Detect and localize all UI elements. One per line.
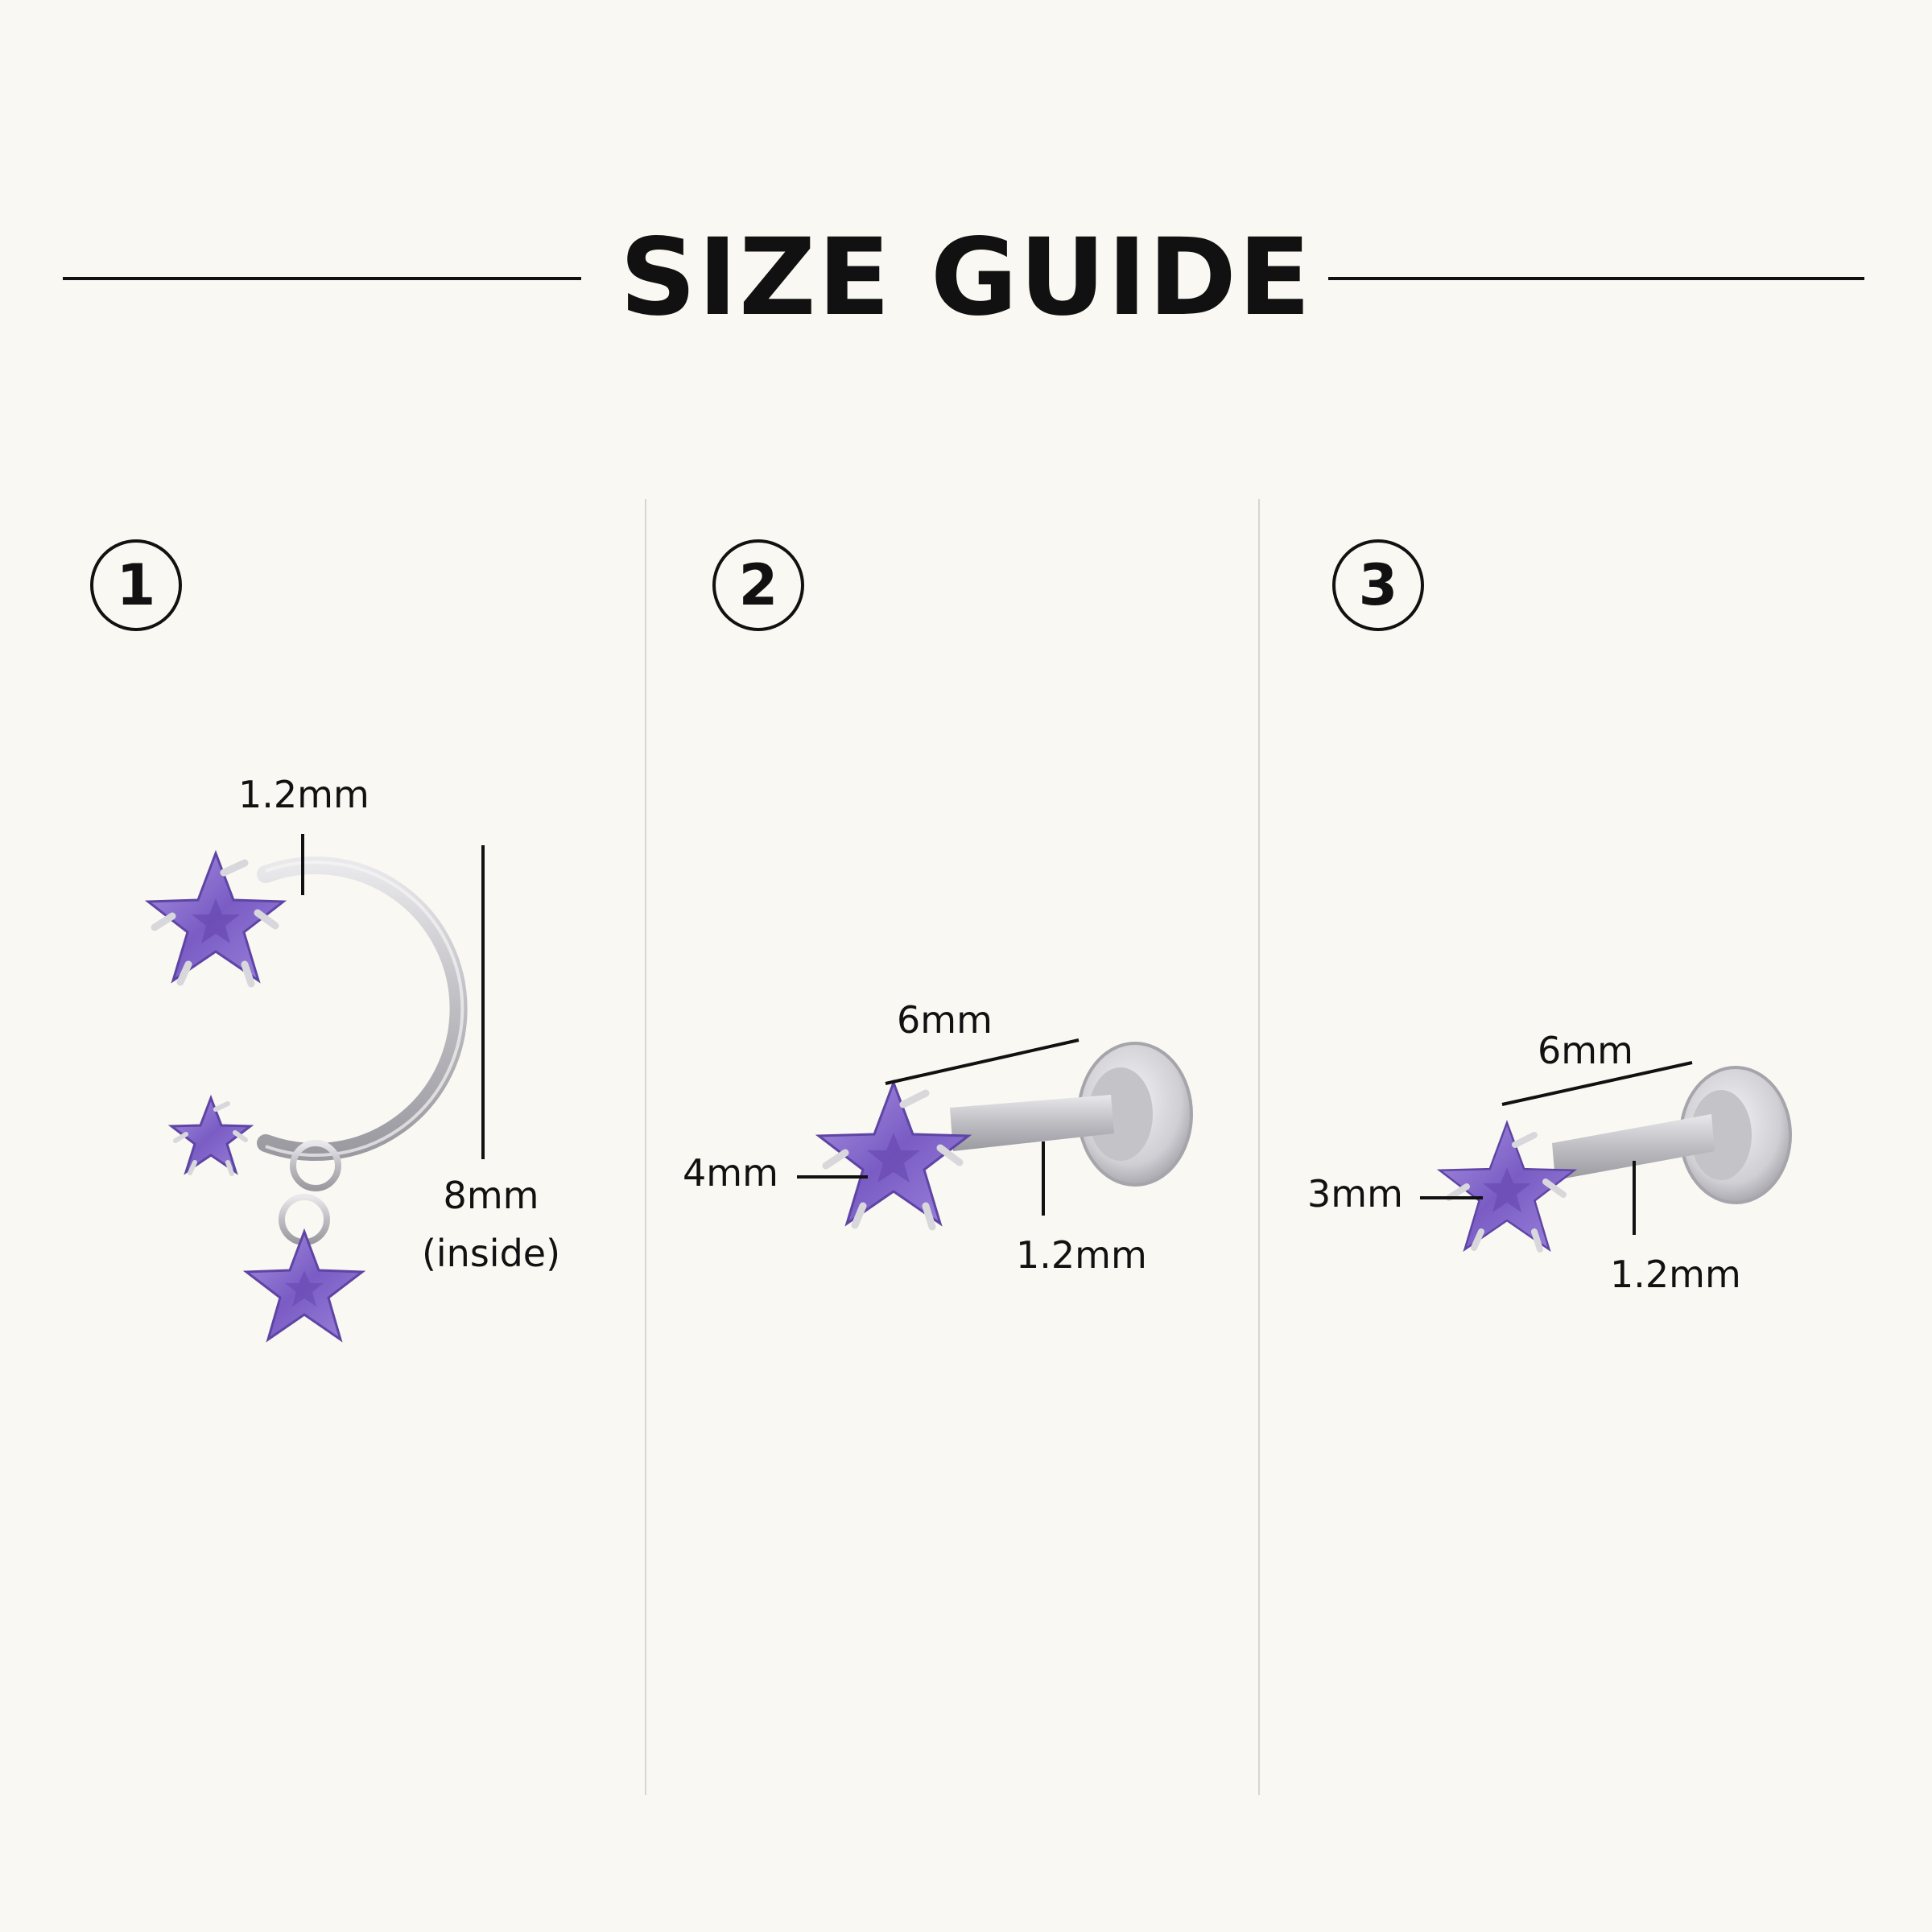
item3-length-label: 6mm xyxy=(1538,1029,1633,1072)
horseshoe-ring xyxy=(257,857,468,1161)
title-rule-left xyxy=(63,277,581,280)
item-number-3: 3 xyxy=(1332,539,1424,631)
jump-ring xyxy=(290,1140,341,1191)
column-divider-2 xyxy=(1258,499,1260,1795)
item1-gauge-label: 1.2mm xyxy=(238,773,369,816)
star-gem-icon xyxy=(144,849,287,988)
item3-gem-size-label: 3mm xyxy=(1307,1172,1403,1216)
page-title: SIZE GUIDE xyxy=(619,216,1313,340)
item1-diameter-note: (inside) xyxy=(421,1232,561,1275)
item1-diameter-label: 8mm xyxy=(443,1174,539,1217)
length-indicator-line xyxy=(885,1038,1080,1085)
item-number-2: 2 xyxy=(712,539,804,631)
length-indicator-line xyxy=(1501,1061,1693,1106)
item3-gauge-label: 1.2mm xyxy=(1610,1253,1741,1296)
item2-length-label: 6mm xyxy=(897,998,993,1042)
star-gem-icon xyxy=(815,1079,972,1231)
item-number-1: 1 xyxy=(90,539,182,631)
star-gem-icon xyxy=(167,1094,254,1176)
star-gem-icon xyxy=(1436,1120,1578,1253)
labret-flat-back xyxy=(1679,1066,1792,1204)
title-rule-right xyxy=(1328,277,1864,280)
column-divider-1 xyxy=(645,499,646,1795)
labret-post xyxy=(1552,1114,1715,1180)
star-charm-icon xyxy=(242,1228,366,1343)
labret-post xyxy=(950,1095,1114,1151)
item2-gauge-label: 1.2mm xyxy=(1016,1233,1147,1277)
item2-gem-size-label: 4mm xyxy=(683,1151,778,1195)
